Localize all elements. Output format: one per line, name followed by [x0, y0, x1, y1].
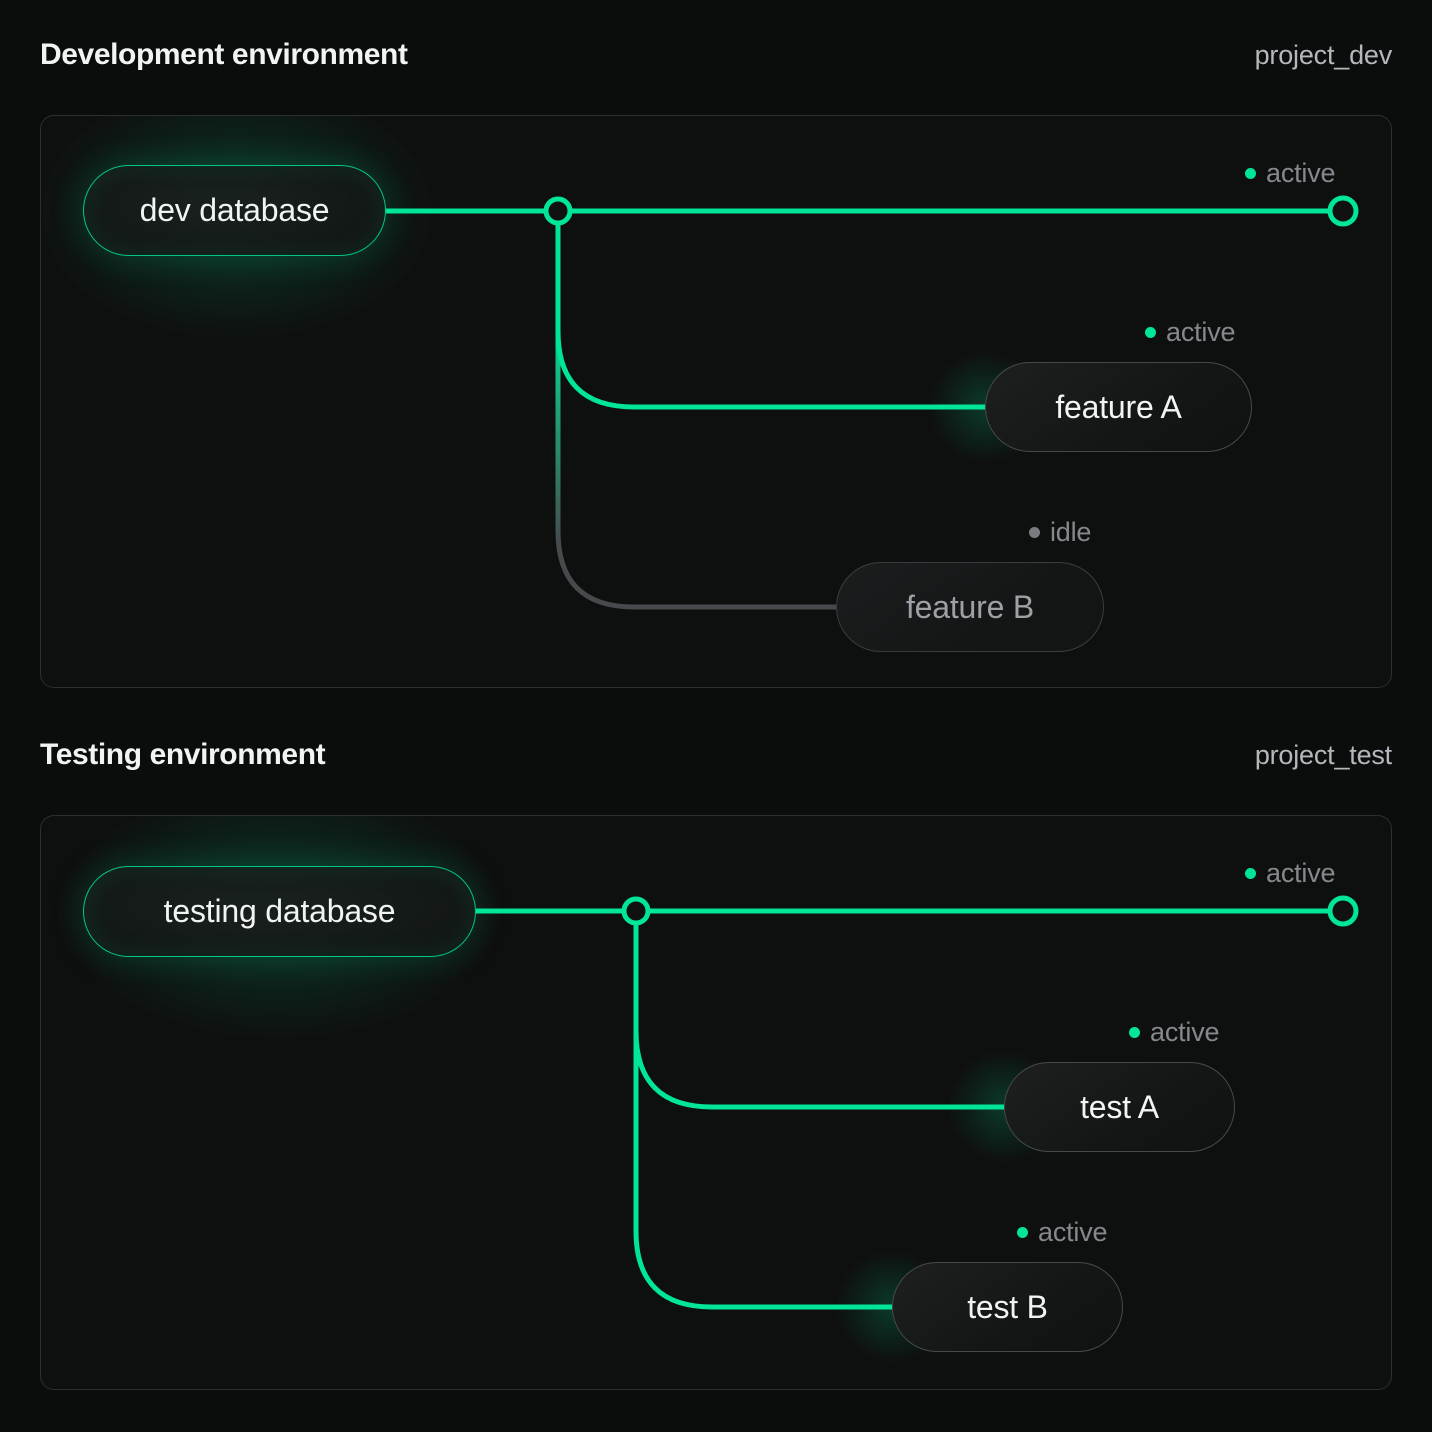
node-label: feature B — [905, 588, 1035, 625]
node-label: dev database — [139, 192, 330, 228]
test-panel: active active active testing database te… — [40, 815, 1392, 1390]
main-branch-status: active — [1245, 858, 1336, 889]
dev-branch-connectors — [386, 195, 1359, 610]
test-branch-connectors — [476, 895, 1359, 1310]
branch-line-feature-a — [555, 211, 985, 410]
feature-a-node: feature A — [985, 362, 1252, 452]
status-label: active — [1266, 158, 1336, 188]
branch-endpoint-icon — [1327, 895, 1359, 927]
node-label: test A — [1080, 1088, 1159, 1125]
feature-b-node: feature B — [836, 562, 1104, 652]
test-section-title: Testing environment — [40, 738, 326, 771]
node-label: feature A — [1055, 388, 1182, 425]
test-project-label: project_test — [1254, 740, 1392, 770]
branch-point-icon — [621, 896, 651, 926]
node-label: testing database — [163, 893, 396, 929]
feature-b-status: idle — [1029, 517, 1091, 548]
dev-database-node: dev database — [83, 165, 386, 256]
status-label: idle — [1050, 517, 1092, 547]
test-section-header: Testing environment project_test — [40, 738, 1392, 782]
node-label: test B — [967, 1288, 1048, 1325]
main-branch-status: active — [1245, 158, 1336, 189]
test-b-status: active — [1017, 1217, 1108, 1248]
status-dot-icon — [1129, 1027, 1140, 1038]
status-label: active — [1266, 858, 1336, 888]
dev-project-label: project_dev — [1254, 40, 1393, 70]
test-a-status: active — [1129, 1017, 1220, 1048]
test-a-node: test A — [1004, 1062, 1235, 1152]
status-label: active — [1150, 1017, 1220, 1047]
status-dot-icon — [1245, 168, 1256, 179]
testing-database-node: testing database — [83, 866, 476, 957]
branch-line-test-b — [633, 911, 892, 1310]
status-dot-icon — [1017, 1227, 1028, 1238]
branch-endpoint-icon — [1327, 195, 1359, 227]
feature-a-status: active — [1145, 317, 1236, 348]
test-b-node: test B — [892, 1262, 1123, 1352]
status-dot-icon — [1145, 327, 1156, 338]
status-dot-icon — [1245, 868, 1256, 879]
dev-section-title: Development environment — [40, 38, 408, 71]
branch-point-icon — [543, 196, 573, 226]
dev-panel: active active idle dev database feature … — [40, 115, 1392, 688]
status-dot-icon — [1029, 527, 1040, 538]
branch-line-test-a — [633, 911, 1004, 1110]
branch-line-feature-b — [555, 211, 836, 610]
dev-section-header: Development environment project_dev — [40, 38, 1392, 82]
status-label: active — [1166, 317, 1236, 347]
status-label: active — [1038, 1217, 1108, 1247]
